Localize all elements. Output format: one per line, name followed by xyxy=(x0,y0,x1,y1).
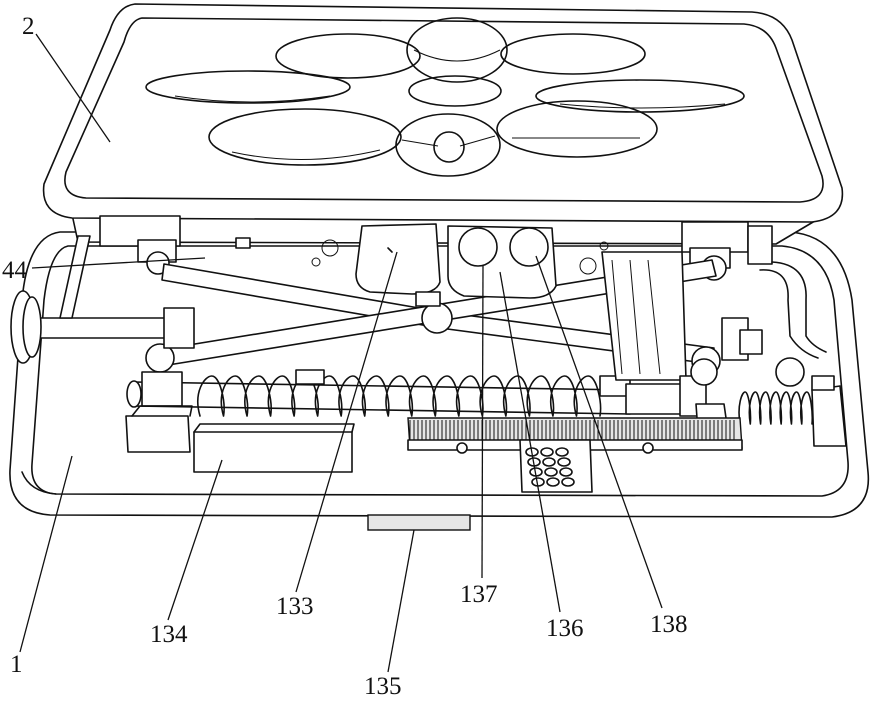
rack-hole xyxy=(543,458,555,466)
part-134-block xyxy=(194,432,352,472)
label-44: 44 xyxy=(2,257,28,284)
rack-hole xyxy=(547,478,559,486)
rack-hole xyxy=(541,448,553,456)
rack-hole xyxy=(556,448,568,456)
label-135: 135 xyxy=(364,673,402,700)
label-2: 2 xyxy=(22,13,35,40)
part-133-block xyxy=(356,224,440,294)
rack-hole xyxy=(558,458,570,466)
label-136: 136 xyxy=(546,615,584,642)
label-137: 137 xyxy=(460,581,498,608)
rack-hole xyxy=(562,478,574,486)
rack-hole xyxy=(560,468,572,476)
label-138: 138 xyxy=(650,611,688,638)
label-134: 134 xyxy=(150,621,188,648)
label-1: 1 xyxy=(10,651,23,678)
label-133: 133 xyxy=(276,593,314,620)
rack-hole xyxy=(545,468,557,476)
part-135-bottom-tab xyxy=(368,515,470,530)
top-platform xyxy=(44,4,843,244)
